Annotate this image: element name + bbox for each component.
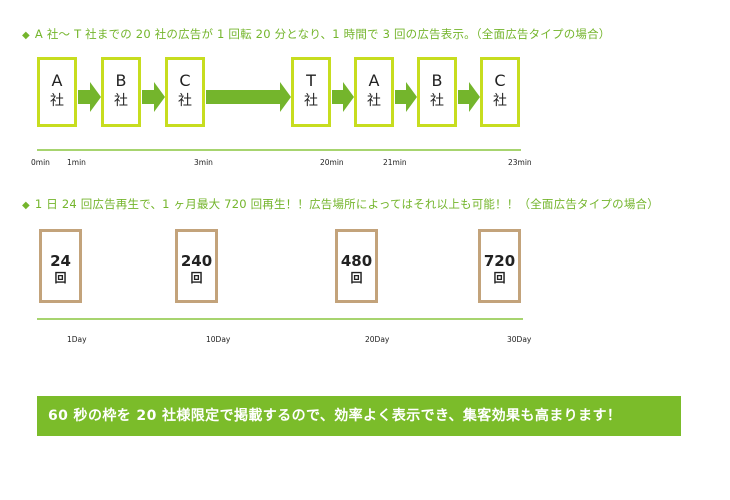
time-tick: 21min xyxy=(383,158,407,167)
play-count-box: 24 回 xyxy=(39,229,82,303)
ad-box-sha: 社 xyxy=(304,93,318,109)
day-tick: 20Day xyxy=(365,335,390,344)
diamond-bullet-icon: ◆ xyxy=(22,200,30,211)
ad-box-a-repeat: A 社 xyxy=(354,57,394,127)
play-count-unit: 回 xyxy=(54,271,67,285)
promo-banner: 60 秒の枠を 20 社様限定で掲載するので、効率よく表示でき、集客効果も高まり… xyxy=(37,396,681,436)
ad-box-letter: B xyxy=(115,71,127,90)
arrow-right-icon xyxy=(332,82,354,112)
day-axis-line xyxy=(37,318,523,320)
time-tick: 1min xyxy=(67,158,86,167)
day-tick: 10Day xyxy=(206,335,231,344)
play-count-box: 240 回 xyxy=(175,229,218,303)
ad-box-sha: 社 xyxy=(493,93,507,109)
ad-box-letter: A xyxy=(368,71,380,90)
play-count-number: 240 xyxy=(180,252,213,270)
ad-box-sha: 社 xyxy=(430,93,444,109)
play-count-box: 480 回 xyxy=(335,229,378,303)
ad-box-a: A 社 xyxy=(37,57,77,127)
time-tick: 0min xyxy=(31,158,50,167)
time-tick: 23min xyxy=(508,158,532,167)
arrow-right-icon xyxy=(458,82,480,112)
ad-box-b: B 社 xyxy=(101,57,141,127)
ad-box-sha: 社 xyxy=(367,93,381,109)
time-tick: 20min xyxy=(320,158,344,167)
arrow-right-icon xyxy=(395,82,417,112)
diamond-bullet-icon: ◆ xyxy=(22,30,30,41)
ad-box-c-repeat: C 社 xyxy=(480,57,520,127)
ad-box-t: T 社 xyxy=(291,57,331,127)
arrow-right-icon xyxy=(142,82,165,112)
ad-box-letter: C xyxy=(179,71,191,90)
play-count-unit: 回 xyxy=(350,271,363,285)
time-axis-line xyxy=(37,149,521,151)
promo-banner-text: 60 秒の枠を 20 社様限定で掲載するので、効率よく表示でき、集客効果も高まり… xyxy=(48,408,622,424)
ad-box-sha: 社 xyxy=(178,93,192,109)
long-arrow-right-icon xyxy=(206,82,291,112)
play-count-number: 480 xyxy=(340,252,373,270)
plays-heading-text: 1 日 24 回広告再生で、1 ヶ月最大 720 回再生！！広告場所によってはそ… xyxy=(34,197,659,211)
play-count-unit: 回 xyxy=(190,271,203,285)
ad-box-letter: C xyxy=(494,71,506,90)
play-count-unit: 回 xyxy=(493,271,506,285)
ad-box-letter: B xyxy=(431,71,443,90)
arrow-right-icon xyxy=(78,82,101,112)
day-tick: 1Day xyxy=(67,335,87,344)
ad-box-letter: T xyxy=(306,71,316,90)
play-count-number: 720 xyxy=(483,252,516,270)
play-count-number: 24 xyxy=(50,252,71,270)
plays-heading: ◆ 1 日 24 回広告再生で、1 ヶ月最大 720 回再生！！広告場所によっては… xyxy=(22,196,659,212)
rotation-heading-text: A 社〜 T 社までの 20 社の広告が 1 回転 20 分となり、1 時間で … xyxy=(34,27,611,41)
ad-box-c: C 社 xyxy=(165,57,205,127)
play-count-box: 720 回 xyxy=(478,229,521,303)
rotation-heading: ◆ A 社〜 T 社までの 20 社の広告が 1 回転 20 分となり、1 時間で… xyxy=(22,26,611,42)
day-tick: 30Day xyxy=(507,335,532,344)
time-tick: 3min xyxy=(194,158,213,167)
ad-box-sha: 社 xyxy=(50,93,64,109)
ad-box-letter: A xyxy=(51,71,63,90)
ad-box-b-repeat: B 社 xyxy=(417,57,457,127)
ad-box-sha: 社 xyxy=(114,93,128,109)
